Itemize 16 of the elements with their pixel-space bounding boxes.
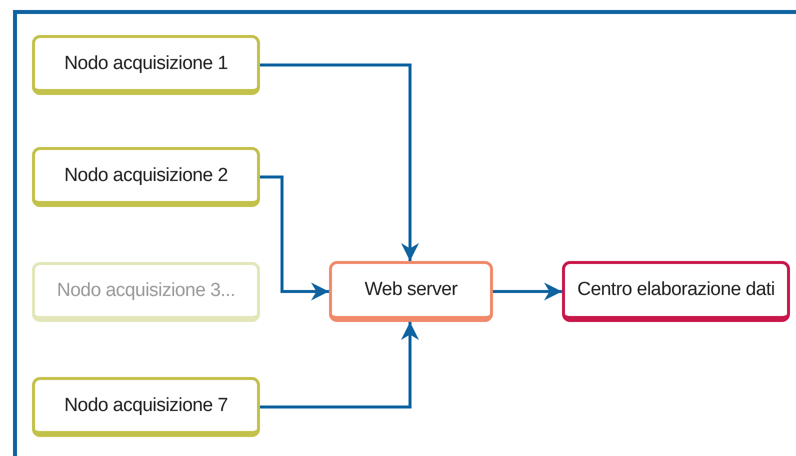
- node-label: Web server: [364, 279, 458, 301]
- data-center-box: [562, 261, 790, 322]
- connector-arrow: [493, 282, 562, 300]
- node-label: Centro elaborazione dati: [577, 279, 775, 301]
- server-box: [329, 261, 493, 322]
- node-label: Nodo acquisizione 7: [64, 394, 228, 416]
- connector-arrow: [260, 176, 329, 300]
- acquisition-node-box: [32, 262, 260, 322]
- acquisition-node-box: [32, 147, 260, 207]
- node-label: Nodo acquisizione 1: [64, 52, 228, 74]
- acquisition-node-box: [32, 35, 260, 95]
- acquisition-node-box: [32, 377, 260, 437]
- connector-arrow: [260, 64, 419, 261]
- node-label: Nodo acquisizione 2: [64, 164, 228, 186]
- node-label: Nodo acquisizione 3...: [56, 280, 236, 302]
- connector-arrow: [260, 322, 419, 408]
